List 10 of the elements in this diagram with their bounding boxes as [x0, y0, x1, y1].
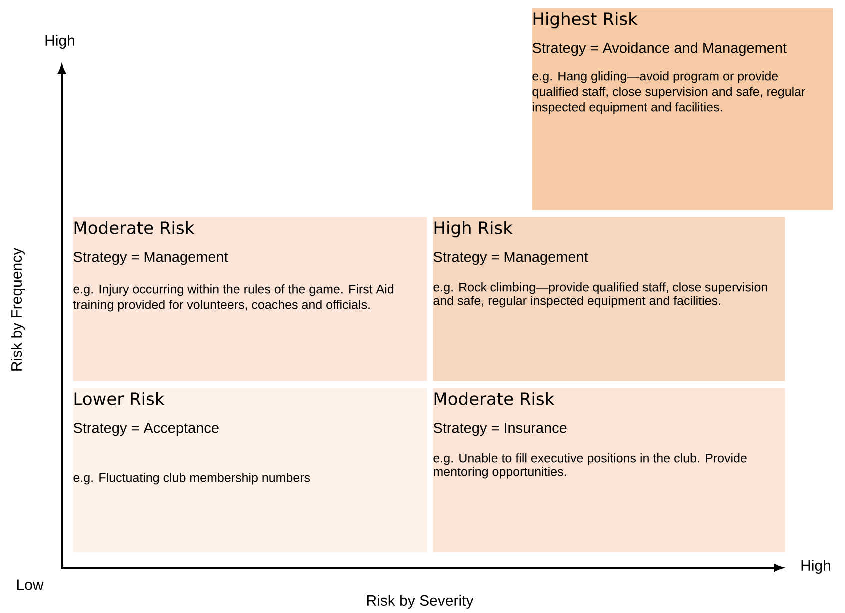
risk-box: High Risk Strategy = Management e.g. Rock climbing—provide qualified staff, close supervision and safe, regular inspected equipment and facilities.	[433, 217, 786, 382]
risk-box: Lower Risk Strategy = Acceptance e.g. Fluctuating club membership numbers	[73, 388, 428, 552]
axis-label: Risk by Frequency	[11, 248, 25, 371]
risk-box: Moderate Risk Strategy = Management e.g. Injury occurring within the rules of the game. First Aid training provided for volunteers, coaches and officials.	[73, 217, 428, 382]
axis-label: High	[46, 35, 74, 49]
axis-label: High	[802, 560, 830, 574]
axis-label: Low	[17, 580, 44, 590]
risk-box: Moderate Risk Strategy = Insurance e.g. Unable to fill executive positions in the club. Provide mentoring opportunities.	[433, 388, 786, 552]
risk-box: Highest Risk Strategy = Avoidance and Management e.g. Hang gliding—avoid program or provide qualified staff, close supervision and safe, regular inspected equipment and facilities.	[532, 8, 834, 210]
axis-label: Risk by Severity	[367, 595, 474, 609]
